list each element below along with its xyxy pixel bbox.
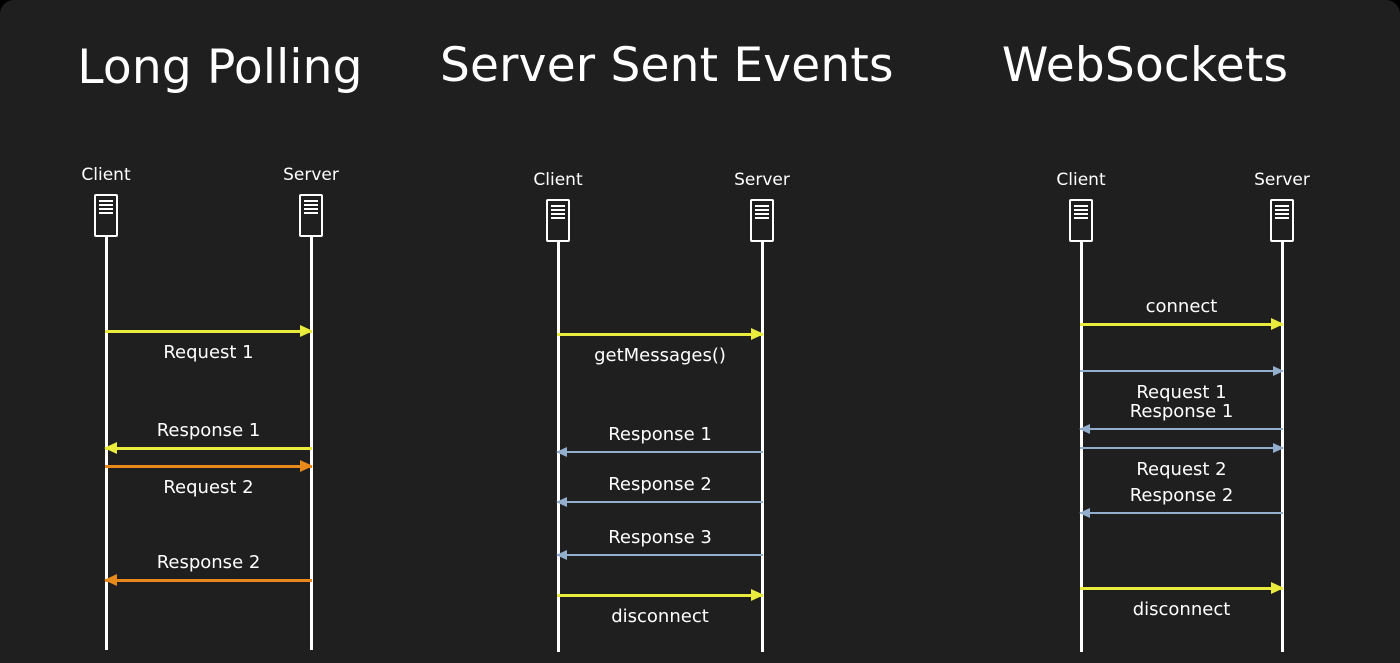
message-line xyxy=(105,447,312,450)
arrow-head-icon xyxy=(556,550,567,560)
message-label: Response 2 xyxy=(608,474,712,495)
actor-label: Server xyxy=(734,170,790,190)
server-rack-icon xyxy=(546,199,570,242)
message-line xyxy=(557,451,763,453)
lifeline-server xyxy=(310,236,313,650)
actor-server-server-sent-events: Server xyxy=(702,170,822,242)
message-label: Response 2 xyxy=(1129,485,1234,506)
message-line xyxy=(557,333,763,336)
server-rack-icon xyxy=(299,194,323,237)
message-line xyxy=(105,330,312,333)
actor-label: Client xyxy=(1056,170,1106,190)
actor-server-long-polling: Server xyxy=(251,165,371,237)
actor-server-websockets: Server xyxy=(1222,170,1342,242)
panel-long-polling: Long Polling xyxy=(0,0,440,663)
arrow-head-icon xyxy=(1273,366,1284,376)
actor-label: Client xyxy=(533,170,583,190)
message-label: Request 1 xyxy=(1136,382,1227,403)
message-label: getMessages() xyxy=(594,345,726,366)
message-line xyxy=(105,579,312,582)
arrow-head-icon xyxy=(1271,318,1284,330)
arrow-head-icon xyxy=(751,328,764,340)
message-label: Response 1 xyxy=(1129,401,1234,422)
server-rack-icon xyxy=(94,194,118,237)
message-label: Request 2 xyxy=(1136,459,1227,480)
actor-label: Server xyxy=(1254,170,1310,190)
server-rack-icon xyxy=(1270,199,1294,242)
arrow-head-icon xyxy=(556,447,567,457)
panel-title-websockets: WebSockets xyxy=(1001,38,1289,93)
server-rack-icon xyxy=(1069,199,1093,242)
actor-client-server-sent-events: Client xyxy=(498,170,618,242)
panel-title-server-sent-events: Server Sent Events xyxy=(440,38,894,93)
actor-client-websockets: Client xyxy=(1021,170,1141,242)
arrow-head-icon xyxy=(104,574,117,586)
message-line xyxy=(1080,370,1283,372)
message-label: disconnect xyxy=(611,606,709,627)
arrow-head-icon xyxy=(104,442,117,454)
message-label: connect xyxy=(1145,296,1218,317)
message-label: disconnect xyxy=(1132,599,1231,620)
message-line xyxy=(557,594,763,597)
message-line xyxy=(1080,447,1283,449)
arrow-head-icon xyxy=(556,497,567,507)
panel-websockets: WebSockets xyxy=(890,0,1400,663)
arrow-head-icon xyxy=(1079,424,1090,434)
panel-server-sent-events: Server Sent Events xyxy=(440,0,894,663)
message-line xyxy=(1080,323,1283,326)
actor-client-long-polling: Client xyxy=(46,165,166,237)
lifeline-client xyxy=(1080,240,1083,652)
arrow-head-icon xyxy=(300,460,313,472)
arrow-head-icon xyxy=(751,589,764,601)
arrow-head-icon xyxy=(300,325,313,337)
message-line xyxy=(557,501,763,503)
arrow-head-icon xyxy=(1271,582,1284,594)
message-label: Request 2 xyxy=(163,477,254,498)
lifeline-server xyxy=(761,240,764,652)
message-label: Response 2 xyxy=(156,552,261,573)
panel-title-long-polling: Long Polling xyxy=(77,40,363,95)
message-label: Response 1 xyxy=(156,420,261,441)
actor-label: Client xyxy=(81,165,131,185)
message-line xyxy=(557,554,763,556)
arrow-head-icon xyxy=(1079,508,1090,518)
actor-label: Server xyxy=(283,165,339,185)
message-line xyxy=(1080,512,1283,514)
message-line xyxy=(105,465,312,468)
server-rack-icon xyxy=(750,199,774,242)
message-line xyxy=(1080,587,1283,590)
arrow-head-icon xyxy=(1273,443,1284,453)
lifeline-client xyxy=(557,240,560,652)
message-label: Request 1 xyxy=(163,342,254,363)
message-label: Response 1 xyxy=(608,424,712,445)
message-label: Response 3 xyxy=(608,527,712,548)
message-line xyxy=(1080,428,1283,430)
